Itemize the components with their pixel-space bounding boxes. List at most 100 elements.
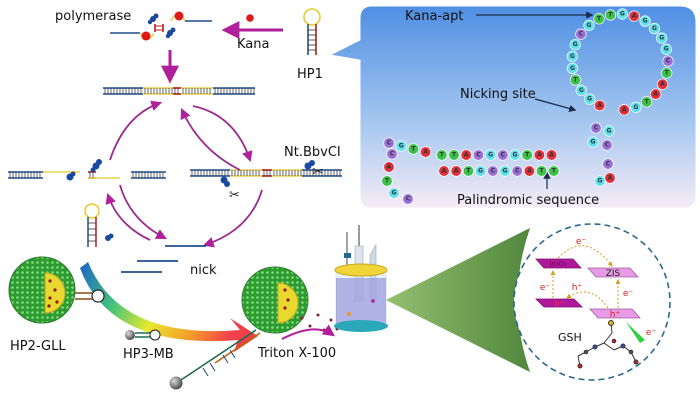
nicking-site-label: Nicking site xyxy=(460,87,536,102)
nucleotide-T: T xyxy=(661,67,673,79)
svg-text:C: C xyxy=(515,168,520,175)
svg-text:G: G xyxy=(620,11,625,18)
cycle-arrow xyxy=(202,189,263,248)
hp3-mb-label: HP3-MB xyxy=(123,347,174,362)
svg-text:T: T xyxy=(608,11,613,18)
nucleotide-G: G xyxy=(575,84,587,97)
nucleotide-C: C xyxy=(602,158,614,170)
nucleotide-A: A xyxy=(604,172,616,184)
gsh-molecule-icon xyxy=(577,320,639,369)
svg-text:T: T xyxy=(385,178,390,185)
nucleotide-T: T xyxy=(462,165,475,177)
nucleotide-A: A xyxy=(419,146,432,158)
nucleotide-T: T xyxy=(448,149,460,161)
nucleotide-G: G xyxy=(594,175,606,187)
svg-text:G: G xyxy=(607,128,612,135)
nucleotide-G: G xyxy=(395,140,407,152)
captured-liposome-icon xyxy=(169,266,309,390)
nucleotide-G: G xyxy=(474,165,487,177)
nucleotide-G: G xyxy=(583,19,595,31)
nucleotide-T: T xyxy=(640,96,653,108)
svg-text:G: G xyxy=(570,53,575,60)
rainbow-arrow xyxy=(80,262,258,352)
zoom-cone xyxy=(386,228,530,372)
nucleotide-A: A xyxy=(545,149,558,161)
svg-text:G: G xyxy=(591,139,596,146)
hp2-gll-label: HP2-GLL xyxy=(10,339,66,354)
svg-text:G: G xyxy=(488,152,493,159)
light-beam-icon xyxy=(626,322,645,343)
cycle-arrow xyxy=(192,105,253,163)
svg-text:A: A xyxy=(549,152,554,159)
svg-text:G: G xyxy=(633,104,638,111)
nucleotide-G: G xyxy=(566,62,579,75)
svg-text:A: A xyxy=(608,175,613,182)
svg-text:C: C xyxy=(594,125,599,132)
photoelectrode-inset: In₂O₃ ZIS h⁺ h⁺ e⁻ e⁻ h⁺ e⁻ e⁻ GSH xyxy=(513,223,671,381)
hole-label: h⁺ xyxy=(610,310,621,320)
hp2-gll-liposome-icon xyxy=(8,256,105,324)
duplex-dna-right xyxy=(190,169,342,177)
kana-molecule xyxy=(174,11,184,21)
in2o3-label: In₂O₃ xyxy=(549,260,567,268)
nucleotide-C: C xyxy=(590,122,602,134)
electrochemical-cell-icon xyxy=(334,225,388,332)
nucleotide-T: T xyxy=(521,149,533,161)
polymerase-icon xyxy=(147,13,176,39)
nucleotide-A: A xyxy=(460,149,472,161)
kana-apt-label: Kana-apt xyxy=(405,9,463,24)
polymerase-label: polymerase xyxy=(55,9,131,24)
hp1-hairpin-icon xyxy=(303,8,321,55)
svg-text:C: C xyxy=(666,58,671,65)
nucleotide-T: T xyxy=(548,165,560,177)
nucleotide-C: C xyxy=(575,28,587,40)
nucleotide-A: A xyxy=(628,10,640,22)
svg-text:T: T xyxy=(440,152,445,159)
svg-text:A: A xyxy=(442,168,447,175)
zis-vb-plate xyxy=(589,308,641,319)
kana-label: Kana xyxy=(237,37,269,52)
svg-text:C: C xyxy=(406,196,411,203)
hole-label: h⁺ xyxy=(554,299,563,308)
svg-text:T: T xyxy=(452,152,457,159)
nucleotide-C: C xyxy=(402,193,414,205)
svg-text:T: T xyxy=(525,152,530,159)
nucleotide-C: C xyxy=(662,55,674,67)
electron-label: e⁻ xyxy=(540,283,551,293)
in2o3-vb-plate xyxy=(535,298,583,308)
svg-text:G: G xyxy=(659,35,664,42)
nucleotide-A: A xyxy=(594,99,606,112)
svg-text:T: T xyxy=(552,168,557,175)
in2o3-plate xyxy=(535,258,582,269)
svg-text:T: T xyxy=(466,168,471,175)
svg-text:A: A xyxy=(632,13,637,20)
hole-label: h⁺ xyxy=(572,283,583,293)
cycle-arrow xyxy=(119,184,167,239)
nucleotide-G: G xyxy=(499,165,511,177)
gsh-label: GSH xyxy=(558,331,582,344)
nucleotide-T: T xyxy=(436,149,448,161)
svg-text:C: C xyxy=(606,161,611,168)
svg-text:G: G xyxy=(570,65,575,72)
svg-text:G: G xyxy=(664,46,669,53)
nucleotide-G: G xyxy=(616,8,629,20)
release-arrow xyxy=(281,324,335,340)
nt-bbvci-label: Nt.BbvCI xyxy=(284,145,341,160)
svg-text:G: G xyxy=(587,96,592,103)
nucleotide-A: A xyxy=(383,161,395,173)
svg-text:A: A xyxy=(387,164,392,171)
svg-text:A: A xyxy=(537,152,542,159)
zis-plate xyxy=(587,267,639,278)
nucleotide-A: A xyxy=(650,88,662,100)
svg-text:A: A xyxy=(464,152,469,159)
electron-transfer-arrow xyxy=(557,245,613,267)
triton-label: Triton X-100 xyxy=(257,346,336,361)
zis-label: ZIS xyxy=(606,269,621,279)
svg-text:T: T xyxy=(573,76,578,83)
sequence-callout: Kana-apt Nicking site Palindromic sequen… xyxy=(328,5,697,209)
nucleotide-G: G xyxy=(660,43,672,55)
nick-label: nick xyxy=(190,263,217,278)
svg-text:G: G xyxy=(652,25,657,32)
svg-text:C: C xyxy=(387,140,392,147)
